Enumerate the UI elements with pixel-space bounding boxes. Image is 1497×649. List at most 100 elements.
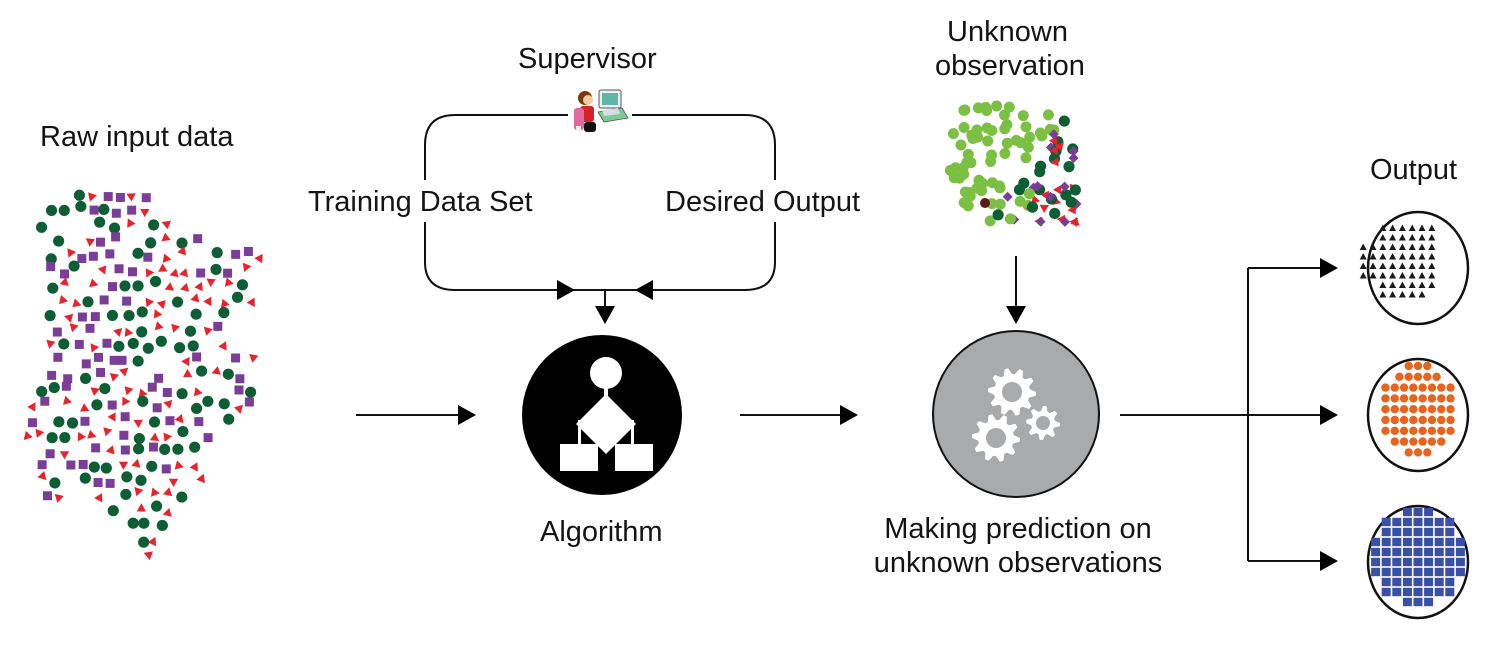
blue-square-mark <box>1424 567 1434 577</box>
green-circle-point <box>218 398 230 410</box>
red-triangle-point <box>211 366 221 375</box>
green-circle-point <box>121 471 133 483</box>
purple-diamond-point <box>1002 191 1013 202</box>
light-green-point <box>1001 119 1013 131</box>
red-triangle-point <box>94 493 103 503</box>
light-green-point <box>981 122 993 134</box>
blue-square-mark <box>1392 567 1402 577</box>
orange-dot-mark <box>1418 426 1427 435</box>
green-circle-point <box>75 200 87 213</box>
red-triangle-point <box>143 551 153 561</box>
green-circle-point <box>132 280 144 292</box>
black-triangle-mark <box>1369 272 1377 279</box>
red-triangle-point <box>254 253 263 264</box>
arrowhead-output-3 <box>1320 551 1338 571</box>
red-triangle-point <box>88 192 97 202</box>
red-triangle-point <box>140 208 150 218</box>
blue-square-mark <box>1434 587 1444 597</box>
blue-square-mark <box>1402 507 1412 517</box>
raw-input-scatter <box>23 189 263 561</box>
orange-dot-mark <box>1381 415 1390 425</box>
black-triangle-mark <box>1418 262 1426 269</box>
red-triangle-point <box>54 493 64 503</box>
blue-square-mark <box>1392 577 1402 587</box>
red-triangle-point <box>90 343 100 353</box>
blue-square-mark <box>1424 507 1434 517</box>
red-triangle-point <box>168 478 179 487</box>
green-circle-point <box>211 247 223 259</box>
green-circle-point <box>176 388 188 400</box>
purple-square-point <box>161 464 171 474</box>
light-green-point <box>999 109 1011 121</box>
black-triangle-mark <box>1379 281 1387 288</box>
green-circle-point <box>159 443 171 455</box>
arrowhead-unknown-to-prediction <box>1006 306 1026 324</box>
purple-square-point <box>74 339 84 349</box>
green-circle-point <box>151 500 163 512</box>
flowchart-icon <box>560 357 653 471</box>
purple-diamond-point <box>1035 216 1046 227</box>
red-triangle-point <box>89 278 99 288</box>
red-triangle-point <box>194 281 203 292</box>
light-green-point <box>1024 131 1036 143</box>
light-green-point <box>971 182 983 194</box>
green-circle-point <box>176 237 188 249</box>
red-triangle-point <box>171 323 181 333</box>
light-green-point <box>1001 137 1013 149</box>
purple-square-point <box>108 282 118 292</box>
prediction-line1: Making prediction on <box>884 513 1152 545</box>
green-circle-point <box>53 235 65 247</box>
blue-square-mark <box>1455 557 1465 567</box>
red-triangle-point <box>163 432 173 442</box>
loop-right-path <box>632 114 776 180</box>
purple-square-point <box>42 491 52 501</box>
blue-square-mark <box>1445 517 1455 527</box>
red-triangle-point <box>127 218 136 228</box>
orange-dot-mark <box>1399 426 1409 435</box>
blue-square-mark <box>1392 517 1402 527</box>
black-triangle-mark <box>1408 253 1416 260</box>
gear-hole <box>1002 382 1022 402</box>
arrowhead-algorithm-to-prediction <box>840 405 858 425</box>
purple-square-point <box>154 373 164 383</box>
blue-square-mark <box>1413 547 1423 557</box>
unknown-observation-scatter <box>944 100 1082 227</box>
green-circle-point <box>189 441 201 453</box>
light-green-point <box>991 100 1003 112</box>
output-class-2 <box>1366 357 1470 473</box>
light-green-point <box>1017 110 1029 122</box>
black-triangle-mark <box>1389 234 1397 241</box>
red-triangle-point <box>151 487 160 497</box>
red-triangle-point <box>177 246 187 256</box>
green-circle-point <box>66 417 79 429</box>
red-triangle-point <box>221 298 230 308</box>
green-circle-point <box>133 432 145 445</box>
unknown-observation-line2: observation <box>935 50 1085 82</box>
green-circle-point <box>94 216 106 228</box>
blue-square-mark <box>1371 537 1381 547</box>
red-triangle-point <box>1067 205 1076 215</box>
purple-square-point <box>93 352 103 362</box>
red-triangle-point <box>153 309 163 319</box>
green-circle-point <box>47 282 59 294</box>
blue-square-mark <box>1402 587 1412 597</box>
green-circle-point <box>174 342 186 354</box>
orange-dot-mark <box>1409 437 1418 446</box>
orange-dot-mark <box>1437 405 1446 414</box>
light-green-point <box>993 180 1005 192</box>
red-triangle-point <box>1048 135 1058 146</box>
red-triangle-point <box>161 220 171 230</box>
orange-dot-mark <box>1399 405 1409 414</box>
purple-square-point <box>81 359 91 369</box>
red-triangle-point <box>87 429 97 439</box>
supervisor-person-icon <box>574 89 629 132</box>
light-green-point <box>1004 213 1016 225</box>
purple-diamond-point <box>1045 191 1056 202</box>
red-triangle-point <box>224 277 234 287</box>
blue-square-mark <box>1402 567 1412 577</box>
orange-dot-mark <box>1446 405 1455 414</box>
black-triangle-mark <box>1398 262 1406 269</box>
gear-hole <box>986 428 1006 448</box>
purple-diamond-point <box>1059 181 1070 192</box>
purple-square-point <box>122 296 132 306</box>
